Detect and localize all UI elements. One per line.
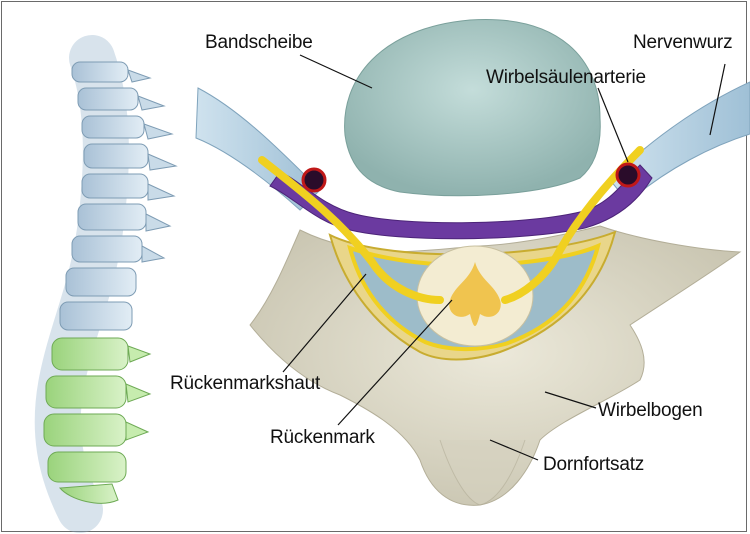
label-bandscheibe: Bandscheibe <box>205 33 313 52</box>
label-dornfortsatz: Dornfortsatz <box>543 455 644 474</box>
label-rueckenmark: Rückenmark <box>270 428 375 447</box>
label-wirbelbogen: Wirbelbogen <box>598 401 702 420</box>
label-nervenwurzel: Nervenwurz <box>633 33 732 52</box>
vertebral-artery-right <box>617 164 639 186</box>
label-wirbelsaeulenarterie: Wirbelsäulenarterie <box>486 68 646 87</box>
label-rueckenmarkshaut: Rückenmarkshaut <box>170 374 320 393</box>
